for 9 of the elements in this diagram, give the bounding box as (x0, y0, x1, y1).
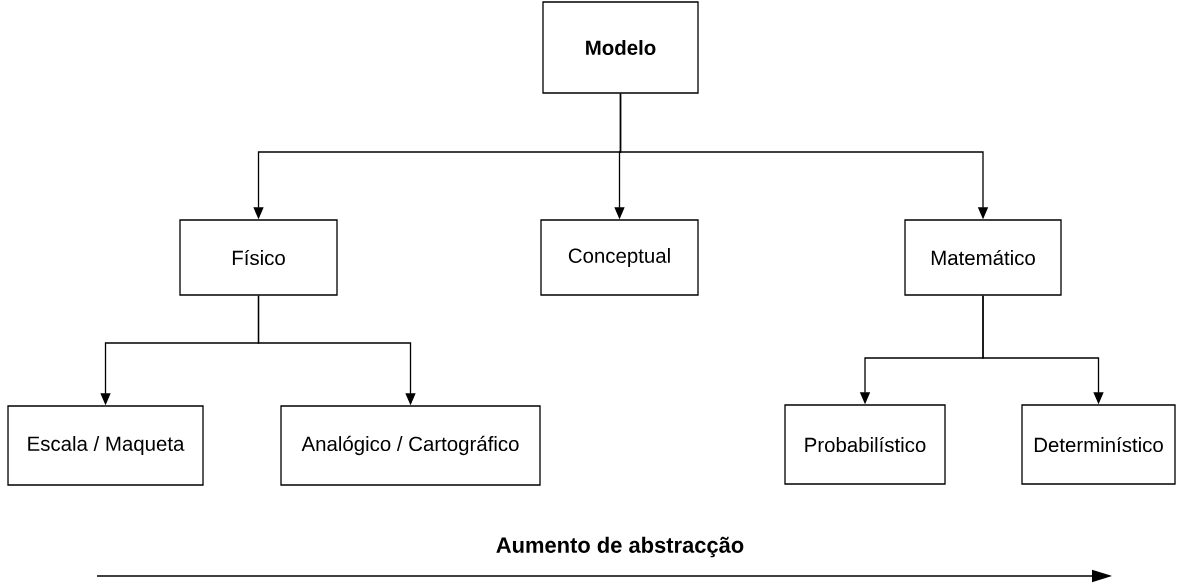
axis-label: Aumento de abstracção (496, 536, 744, 558)
category-box: Probabilístico (784, 404, 946, 485)
title-box: Modelo (542, 1, 699, 94)
category-box: Determinístico (1021, 404, 1176, 485)
category-box: Analógico / Cartográfico (280, 405, 541, 486)
category-box: Escala / Maqueta (7, 405, 204, 486)
category-box: Matemático (904, 219, 1062, 296)
category-box: Conceptual (540, 219, 699, 296)
category-box: Físico (179, 219, 338, 296)
